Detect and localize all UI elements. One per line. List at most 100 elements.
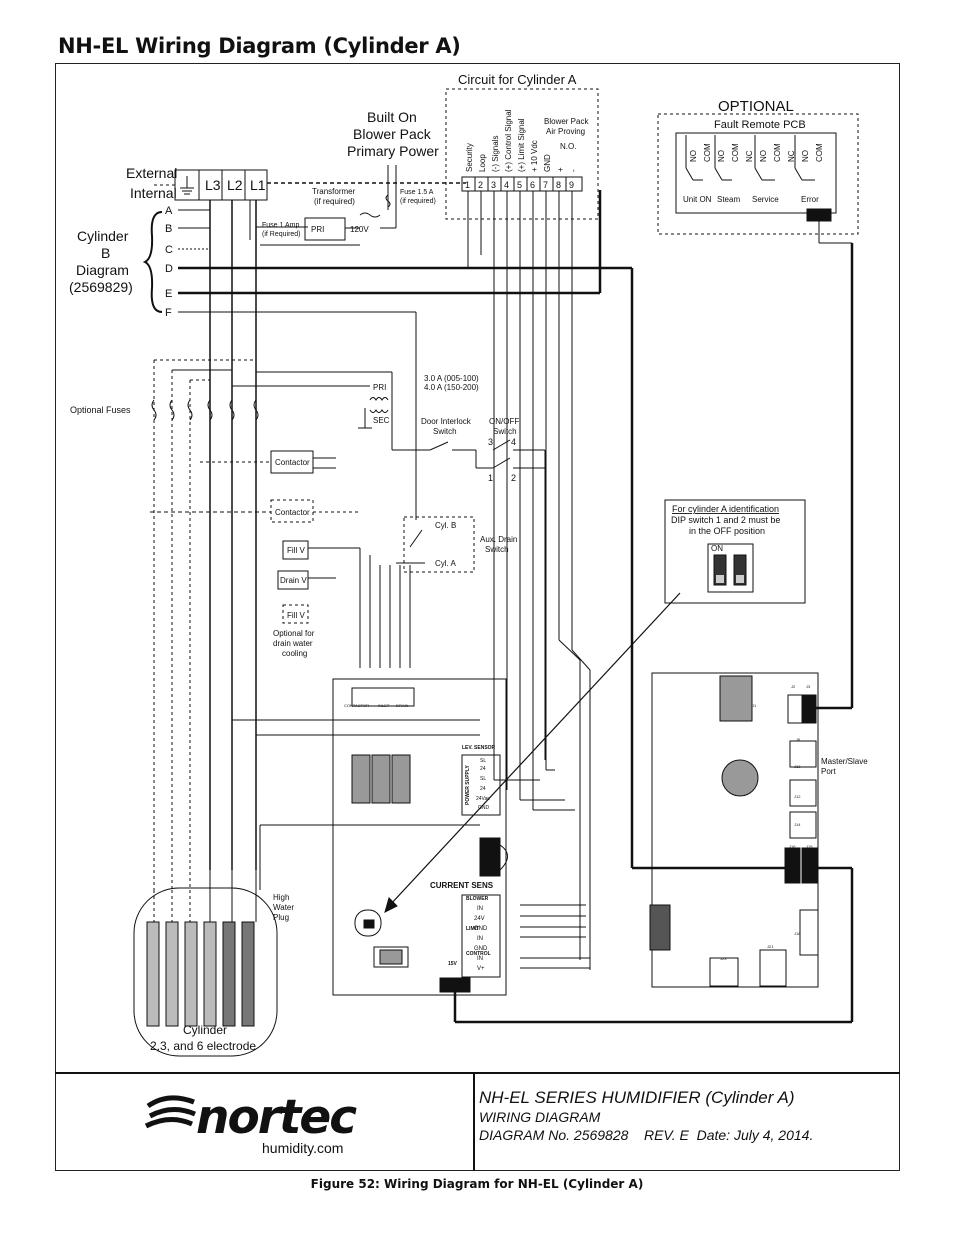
optional-label: OPTIONAL xyxy=(718,98,794,115)
board-pin-5: IN xyxy=(477,956,483,962)
transformer-l2: (if required) xyxy=(314,197,355,206)
optional-box xyxy=(657,113,859,235)
cylinder xyxy=(133,887,278,1057)
ps-pin-5: GND xyxy=(478,805,490,811)
blower-pins-label: BLOWER xyxy=(466,896,489,902)
sw-pin-4: 4 xyxy=(511,437,516,447)
fuse15-l2: (if required) xyxy=(400,198,436,205)
circuit-signal-4: (+) Limit Signal xyxy=(517,118,526,172)
drain-v-label: Drain V xyxy=(280,576,307,585)
circuit-signal-8: - xyxy=(569,169,578,172)
fault-contact-4: NC xyxy=(745,150,754,162)
diagram-frame xyxy=(55,63,900,1171)
ctrl-label-2: DRAIN xyxy=(396,703,409,708)
cylinder-l1: Cylinder xyxy=(183,1023,227,1037)
fault-output-1: Steam xyxy=(717,195,740,204)
sw-pin-2: 2 xyxy=(511,473,516,483)
fault-contact-7: NC xyxy=(787,150,796,162)
opt-fill-v-label: Fill V xyxy=(287,611,305,620)
drain-valve-box xyxy=(277,570,309,590)
cylinder-l2: 2,3, and 6 electrode xyxy=(150,1039,256,1053)
circuit-terminal-dividers xyxy=(474,177,567,191)
circuit-signal-0: Security xyxy=(465,143,474,172)
fault-output-2: Service xyxy=(752,195,779,204)
optional-fuses xyxy=(151,359,259,890)
figure-caption: Figure 52: Wiring Diagram for NH-EL (Cyl… xyxy=(310,1177,644,1191)
opt-drain-l2: drain water xyxy=(273,639,313,648)
pri2-label: PRI xyxy=(373,383,386,392)
fuse1-l2: (if Required) xyxy=(262,231,301,238)
pcb-label-1: J2 xyxy=(791,684,796,689)
dip-note-l2: DIP switch 1 and 2 must be xyxy=(671,515,780,525)
fault-contact-8: NO xyxy=(801,150,810,162)
circuit-signal-3: (+) Control Signal xyxy=(504,109,513,172)
dip-box xyxy=(664,499,806,604)
sw-pin-1: 1 xyxy=(488,473,493,483)
fill-valve-box xyxy=(282,540,309,560)
control-board xyxy=(332,678,507,996)
circuit-signal-2: (-) Signals xyxy=(491,136,500,172)
external-label: External xyxy=(126,165,177,181)
row-c: C xyxy=(165,244,173,256)
pcb-label-4: J10 xyxy=(794,764,801,769)
circuit-signal-5: + 10 Vdc xyxy=(530,140,539,172)
onoff-l1: ON/OFF xyxy=(489,417,519,426)
dip-on-label: ON xyxy=(711,544,723,553)
circuit-signal-1: Loop xyxy=(478,154,487,172)
board-pin-1: 24V xyxy=(474,916,485,922)
high-water-l1: High xyxy=(273,893,289,902)
circuit-signal-7: + xyxy=(556,167,565,172)
dip-note-l1: For cylinder A identification xyxy=(672,504,779,514)
board-pin-6: V+ xyxy=(477,966,485,972)
terminal-l2: L2 xyxy=(227,177,243,193)
ps-pin-1: 24 xyxy=(480,766,486,772)
fault-output-3: Error xyxy=(801,195,819,204)
electrodes xyxy=(146,921,255,1027)
fuse-rating-l1: 3.0 A (005-100) xyxy=(424,374,479,383)
aux-drain-box xyxy=(403,516,475,573)
board-pin-3: IN xyxy=(477,936,483,942)
row-e: E xyxy=(165,288,172,300)
high-water-l2: Water xyxy=(273,903,294,912)
built-on-line-1: Built On xyxy=(367,109,417,125)
circuit-terminal-9: 9 xyxy=(569,180,574,190)
door-l1: Door Interlock xyxy=(421,417,472,426)
opt-drain-l3: cooling xyxy=(282,649,307,658)
fault-contact-3: COM xyxy=(731,143,740,162)
contactor-opt-label: Contactor xyxy=(275,508,310,517)
fault-connector xyxy=(806,208,832,222)
internal-label: Internal xyxy=(130,185,177,201)
circuit-terminal-7: 7 xyxy=(543,180,548,190)
row-a: A xyxy=(165,205,173,217)
sw-pin-3: 3 xyxy=(488,437,493,447)
circuit-terminal-2: 2 xyxy=(478,180,483,190)
fill-v-label: Fill V xyxy=(287,546,305,555)
board-v15: 15V xyxy=(448,961,458,967)
lev-sensor-label: LEV. SENSOR xyxy=(462,745,496,751)
brace xyxy=(142,211,163,313)
pcb-label-11: J23 xyxy=(720,956,727,961)
circuit-terminal-3: 3 xyxy=(491,180,496,190)
transformer-l1: Transformer xyxy=(312,187,356,196)
sec-label: SEC xyxy=(373,416,390,425)
transformer-box xyxy=(304,217,346,241)
pcb-label-6: J14 xyxy=(794,822,801,827)
aux-drain-l2: Switch xyxy=(485,545,509,554)
optional-fill-box xyxy=(282,604,309,624)
ctrl-label-1: INLET xyxy=(378,703,390,708)
current-sens-label: CURRENT SENS xyxy=(430,881,494,890)
cyl-b-line-4: (2569829) xyxy=(69,279,133,295)
cyl-b-line-2: B xyxy=(101,245,110,261)
board-pin-0: IN xyxy=(477,906,483,912)
dip-note-l3: in the OFF position xyxy=(689,526,765,536)
control-pins-label: CONTROL xyxy=(466,951,491,957)
fault-pcb xyxy=(675,132,837,214)
blower-l1: Blower Pack xyxy=(544,117,589,126)
board-pin-2: GND xyxy=(474,926,488,932)
blower-l2: Air Proving xyxy=(546,127,585,136)
pcb-label-5: J12 xyxy=(794,794,801,799)
circuit-terminal-5: 5 xyxy=(517,180,522,190)
logo-mark xyxy=(144,1095,196,1129)
pcb-label-0: J1 xyxy=(752,703,757,708)
